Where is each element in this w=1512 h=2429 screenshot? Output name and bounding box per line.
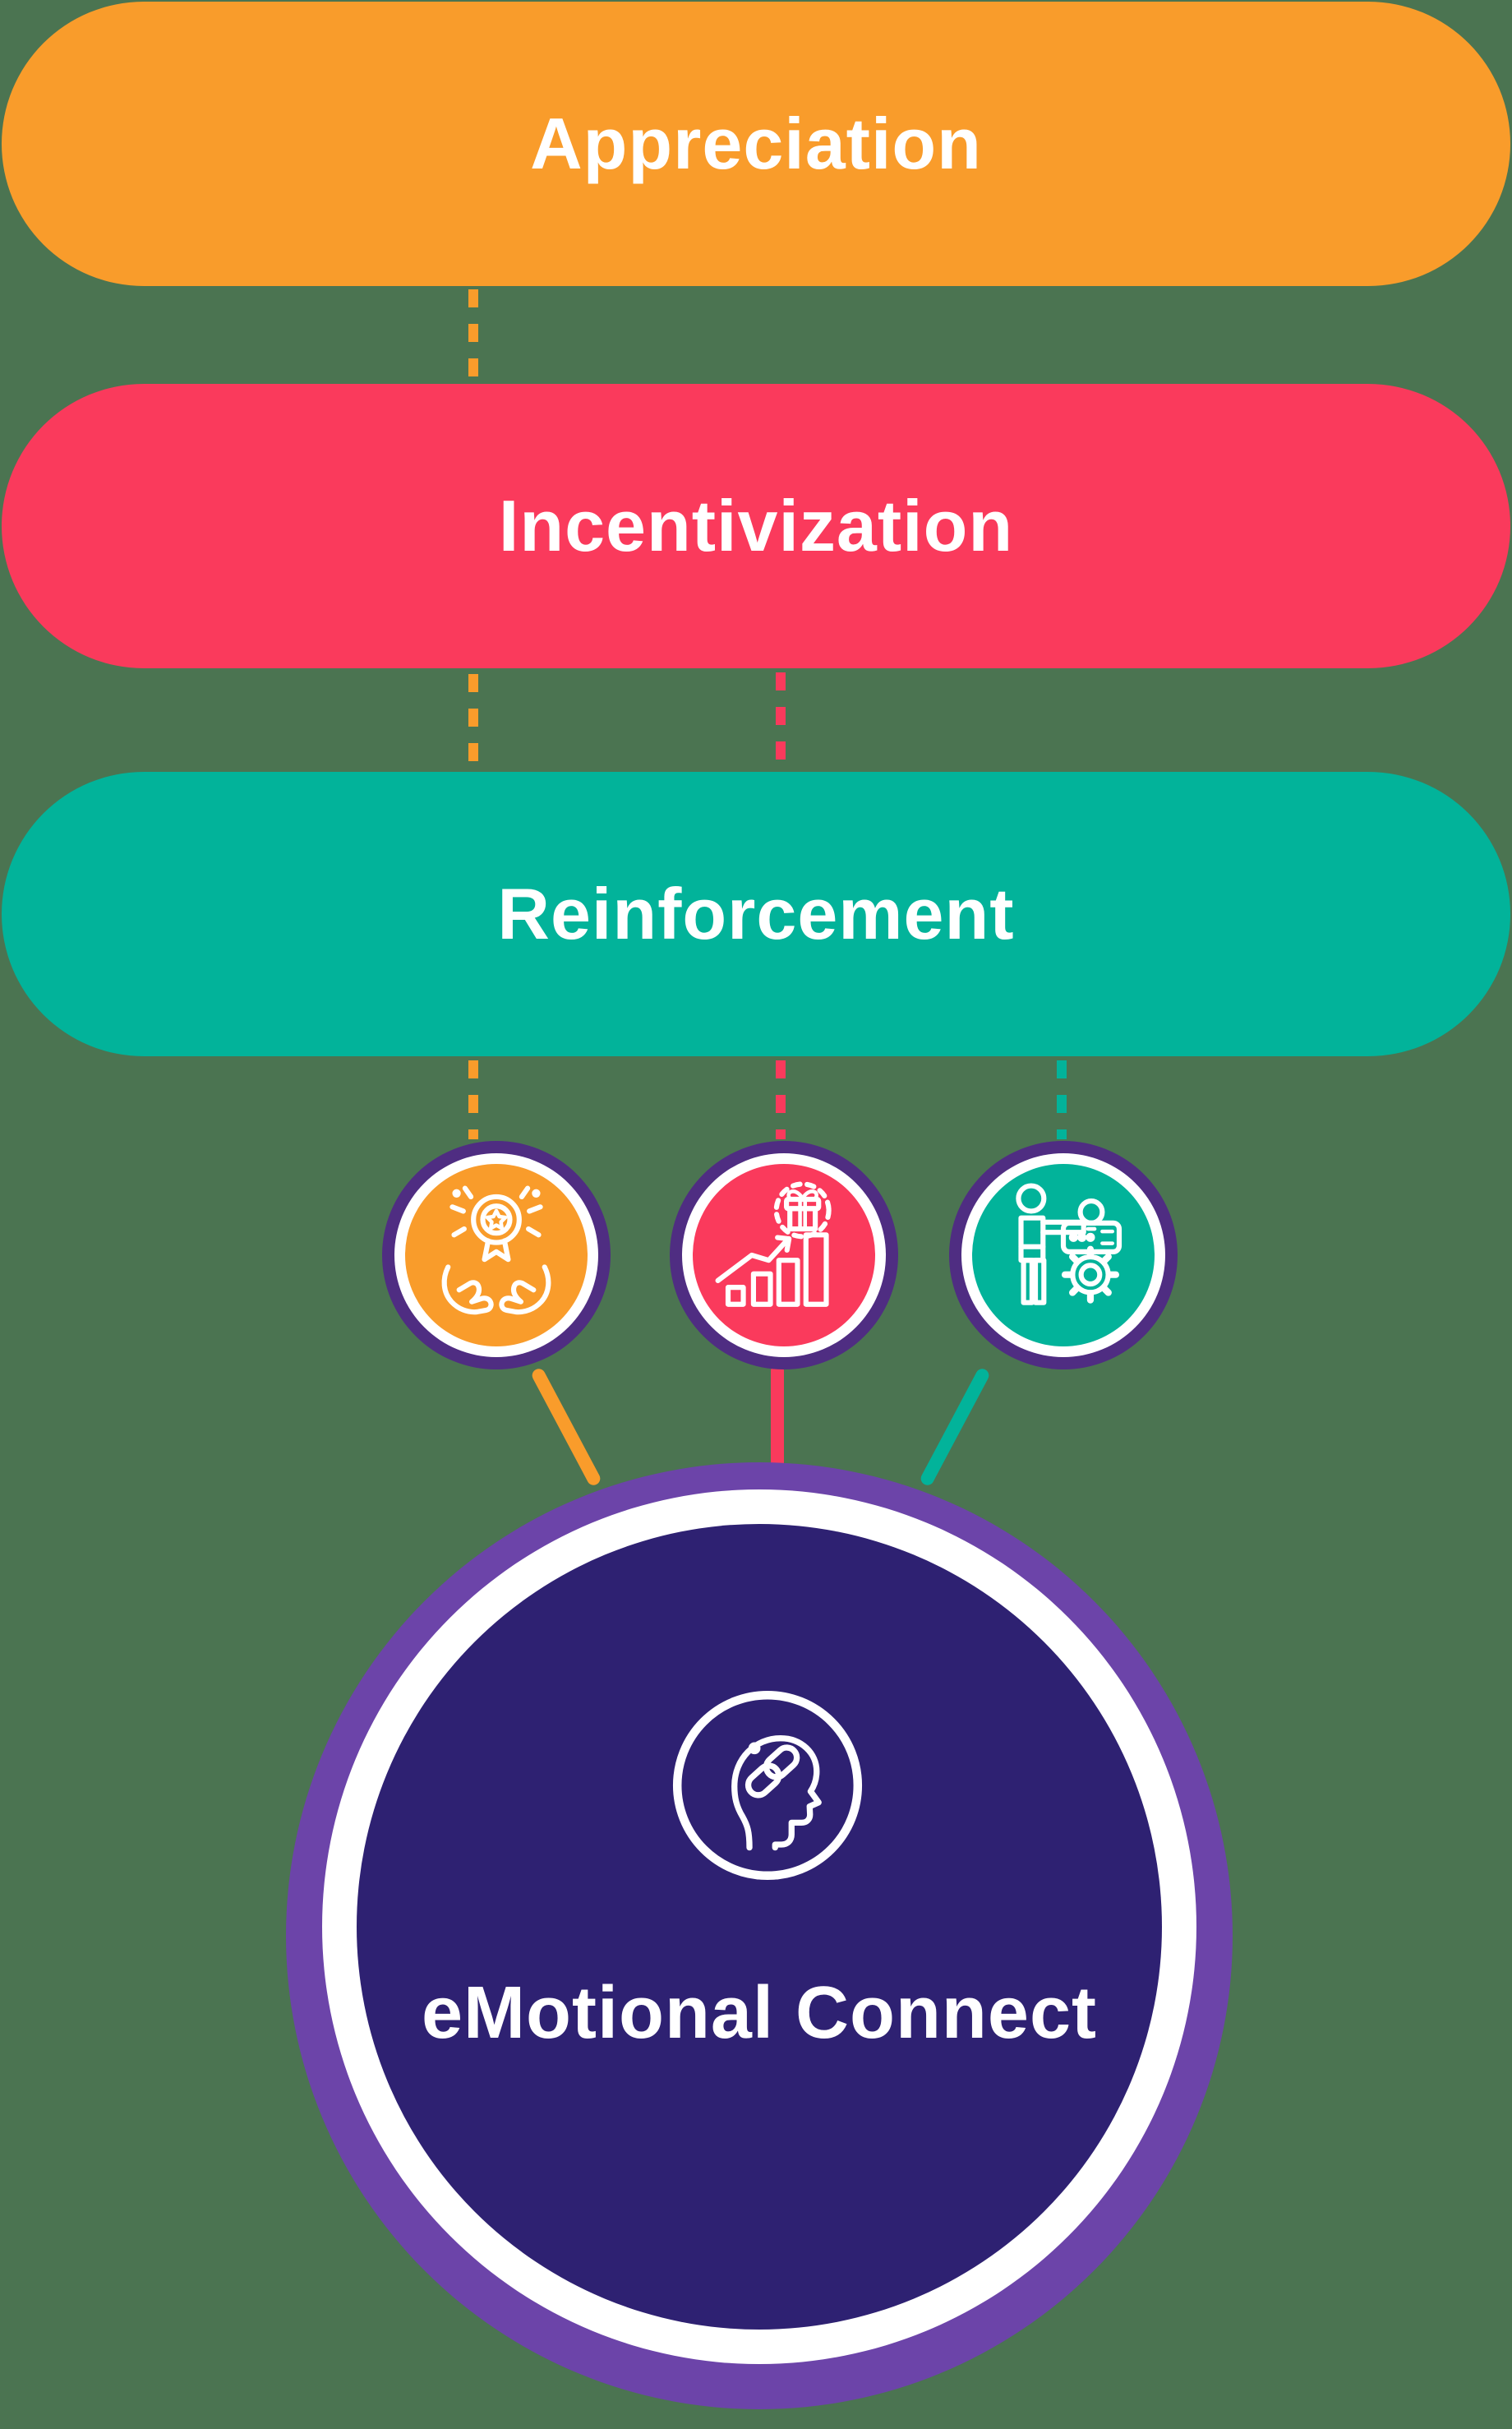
person-gear-idea-icon [1016, 1183, 1122, 1305]
badge-reinforcement-fill [972, 1164, 1155, 1346]
dashed-connector-orange-2 [468, 674, 478, 769]
badge-incentivization [670, 1141, 898, 1369]
badge-incentivization-fill [693, 1164, 875, 1346]
dashed-connector-orange-3 [468, 1060, 478, 1139]
dashed-connector-red-1 [776, 672, 786, 769]
badge-appreciation [382, 1141, 611, 1369]
funnel-bar-incentivization: Incentivization [2, 384, 1510, 668]
dashed-connector-teal-1 [1057, 1060, 1067, 1139]
solid-connector-red [771, 1365, 784, 1492]
center-circle [357, 1524, 1162, 2330]
funnel-bar-reinforcement: Reinforcement [2, 772, 1510, 1056]
dashed-connector-red-2 [776, 1060, 786, 1139]
funnel-bar-incentivization-label: Incentivization [498, 485, 1014, 566]
funnel-bar-appreciation-label: Appreciation [530, 103, 982, 184]
badge-appreciation-fill [405, 1164, 588, 1346]
center-circle-label: eMotional Connect [422, 1972, 1097, 2054]
solid-connector-teal [918, 1366, 992, 1488]
growth-chart-gift-icon [715, 1181, 832, 1307]
badge-reinforcement [949, 1141, 1178, 1369]
solid-connector-orange [529, 1366, 603, 1488]
head-chain-link-icon [672, 1690, 863, 1881]
funnel-bar-reinforcement-label: Reinforcement [497, 873, 1015, 954]
funnel-bar-appreciation: Appreciation [2, 2, 1510, 286]
award-in-hands-icon [441, 1185, 551, 1315]
dashed-connector-orange-1 [468, 289, 478, 381]
